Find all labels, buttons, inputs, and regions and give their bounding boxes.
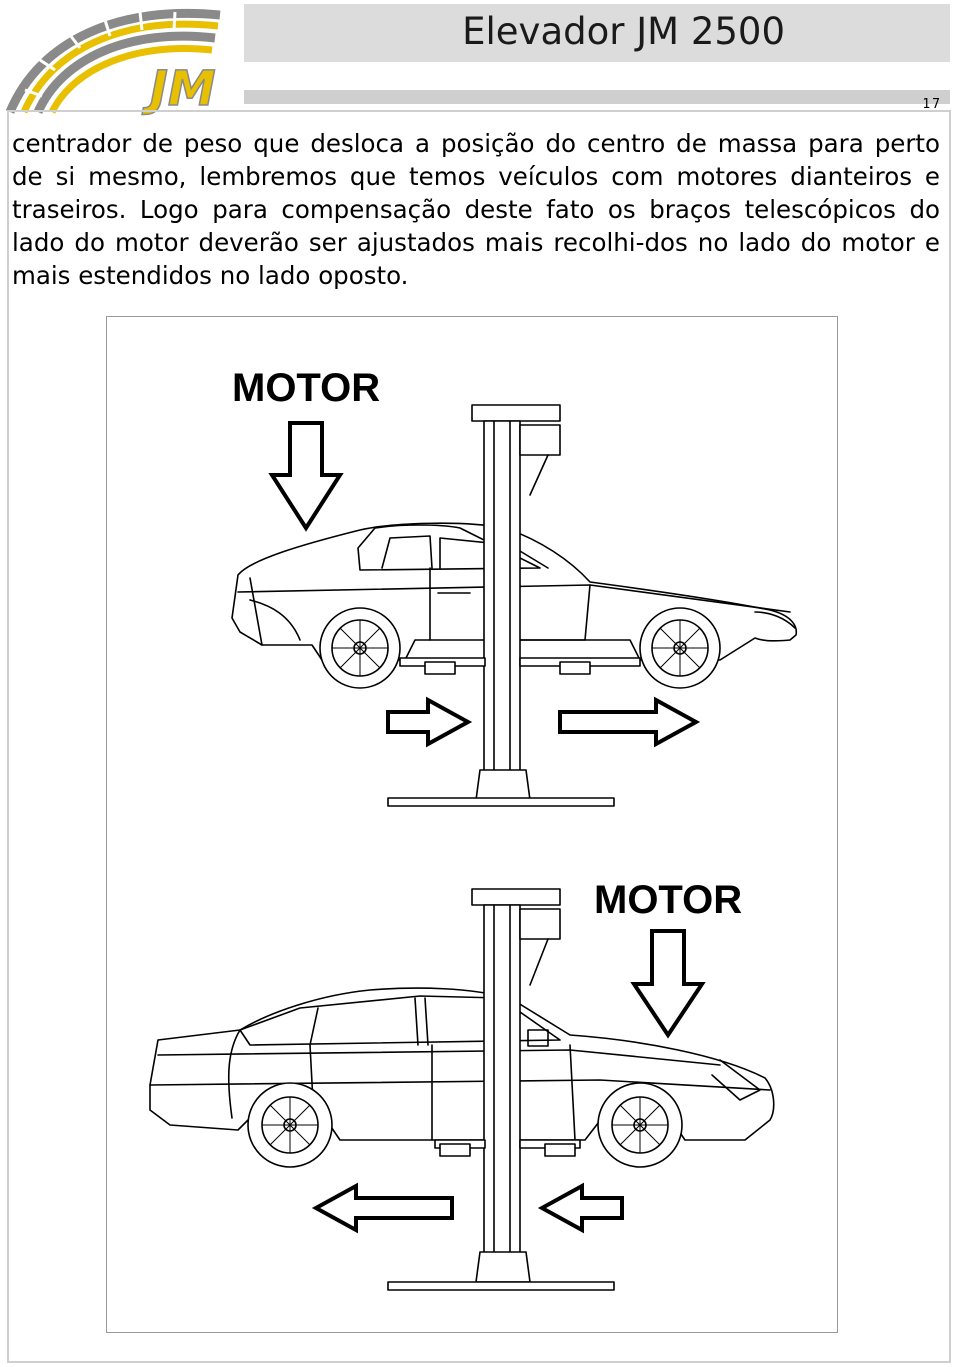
svg-text:JM: JM xyxy=(142,61,216,117)
car-sedan xyxy=(149,987,775,1168)
lift-column-upper xyxy=(387,404,641,807)
page-frame xyxy=(7,110,951,1363)
page-title: Elevador JM 2500 xyxy=(462,10,785,53)
upper-scene xyxy=(231,404,798,807)
lift-illustration xyxy=(149,404,798,1291)
motor-label-bottom: MOTOR xyxy=(594,878,743,922)
page-number: 17 xyxy=(922,97,942,112)
body-paragraph: centrador de peso que desloca a posição … xyxy=(12,129,940,290)
lift-column-lower xyxy=(387,888,615,1291)
header-page-bar xyxy=(244,90,950,104)
motor-arrow-down-icon xyxy=(268,421,344,532)
arrow-right-short-icon xyxy=(386,696,473,748)
header-title-bar xyxy=(244,4,950,62)
motor-label-top: MOTOR xyxy=(232,366,381,410)
lower-scene xyxy=(149,888,775,1291)
arrow-left-long-icon xyxy=(311,1182,454,1234)
illustration-frame xyxy=(106,316,838,1333)
motor-arrow-down-icon xyxy=(630,929,706,1039)
arrow-right-long-icon xyxy=(558,696,701,748)
jm-logo: JM xyxy=(5,8,221,118)
arrow-left-short-icon xyxy=(537,1182,624,1234)
